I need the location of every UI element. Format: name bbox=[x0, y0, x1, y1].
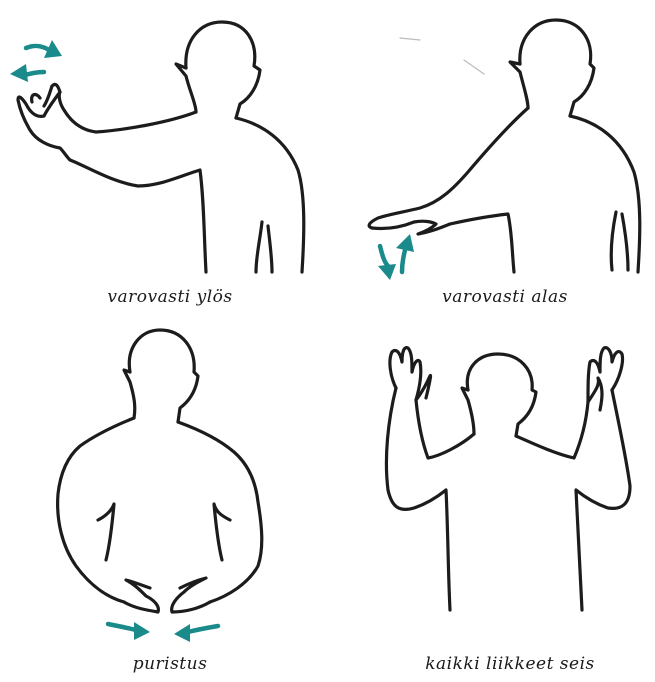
arrow-rotate-pair bbox=[10, 40, 62, 82]
figure-3-shoulders bbox=[58, 418, 134, 602]
figure-3-inner-arms bbox=[98, 504, 230, 560]
arrow-left-pointing bbox=[188, 626, 218, 632]
figure-1-neck-left bbox=[176, 64, 196, 112]
arrow-inward-pair bbox=[108, 622, 218, 642]
figure-3-head bbox=[129, 330, 198, 422]
arrow-down-head bbox=[378, 264, 396, 280]
figure-lower-slowly bbox=[369, 20, 640, 280]
figure-4-neck-left bbox=[462, 388, 474, 434]
figure-2-neck-left bbox=[510, 62, 528, 108]
figure-2-stray-mark bbox=[400, 38, 484, 74]
figure-2-torso-line bbox=[611, 212, 628, 270]
figure-2-arm-upper bbox=[369, 108, 528, 228]
figure-2-back bbox=[570, 116, 640, 272]
figure-1-arm-upper bbox=[44, 92, 196, 132]
arrow-right-head bbox=[134, 622, 150, 640]
figure-2-head bbox=[520, 20, 594, 116]
figure-1-arm-lower bbox=[70, 160, 206, 272]
arrow-up-head bbox=[396, 234, 414, 252]
arrow-right-pointing bbox=[108, 624, 136, 630]
figure-4-right-arm bbox=[516, 390, 630, 610]
figure-4-right-hand bbox=[588, 348, 623, 410]
figure-all-stop bbox=[386, 348, 630, 610]
figure-3-neck-left bbox=[124, 370, 135, 418]
figure-4-head bbox=[467, 354, 536, 436]
caption-lower-slowly: varovasti alas bbox=[385, 287, 625, 307]
figure-2-hand bbox=[372, 221, 450, 234]
figure-3-left-hand bbox=[124, 580, 158, 612]
figure-1-head bbox=[186, 22, 260, 118]
caption-raise-slowly: varovasti ylös bbox=[60, 287, 280, 307]
figure-4-left-arm bbox=[386, 388, 474, 610]
caption-clamp: puristus bbox=[60, 654, 280, 674]
arrow-bottom-head bbox=[10, 64, 28, 82]
figure-clamp bbox=[58, 330, 262, 642]
caption-all-stop: kaikki liikkeet seis bbox=[375, 654, 645, 674]
arrow-up-down-pair bbox=[378, 234, 414, 280]
arrow-left-head bbox=[174, 624, 190, 642]
figure-3-right-hand bbox=[172, 578, 210, 612]
figure-2-arm-lower bbox=[450, 214, 514, 272]
arrow-down bbox=[380, 246, 388, 266]
figure-raise-slowly bbox=[10, 22, 304, 272]
figure-1-torso-line bbox=[256, 222, 272, 272]
